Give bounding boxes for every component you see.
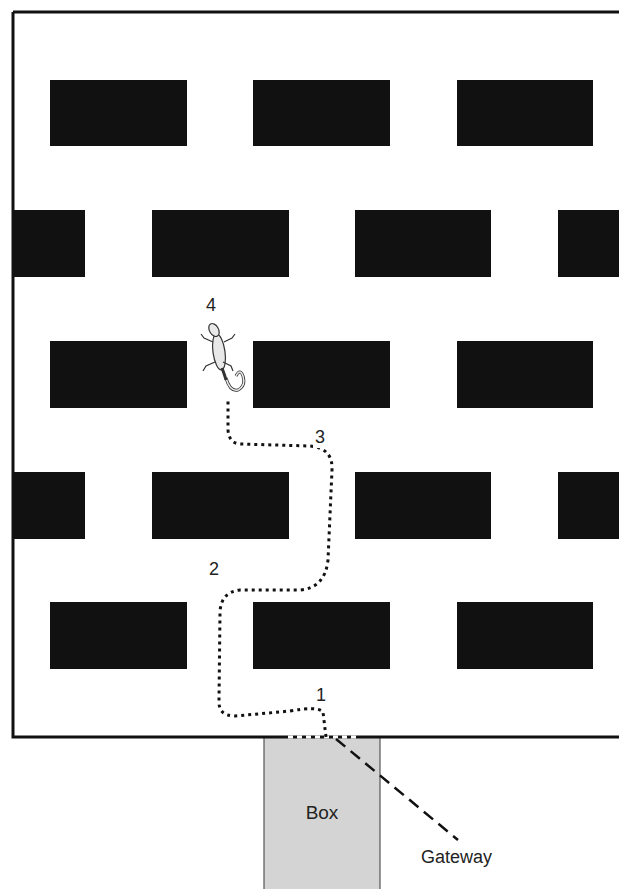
gateway-label: Gateway [419,848,494,868]
box-fill [264,737,380,889]
lizard-path [219,398,332,737]
callout-number: 3 [313,428,327,448]
callout-number: 1 [314,686,328,706]
callout-number: 4 [204,296,218,316]
callout-number: 2 [207,560,221,580]
lizard-figure [201,322,244,391]
arena-wall [13,12,619,737]
gateway-leader [336,739,458,840]
obstacle-blocks [13,80,619,669]
box-node: Box [264,737,380,889]
box-label: Box [306,802,339,824]
gateway-opening [288,736,358,739]
